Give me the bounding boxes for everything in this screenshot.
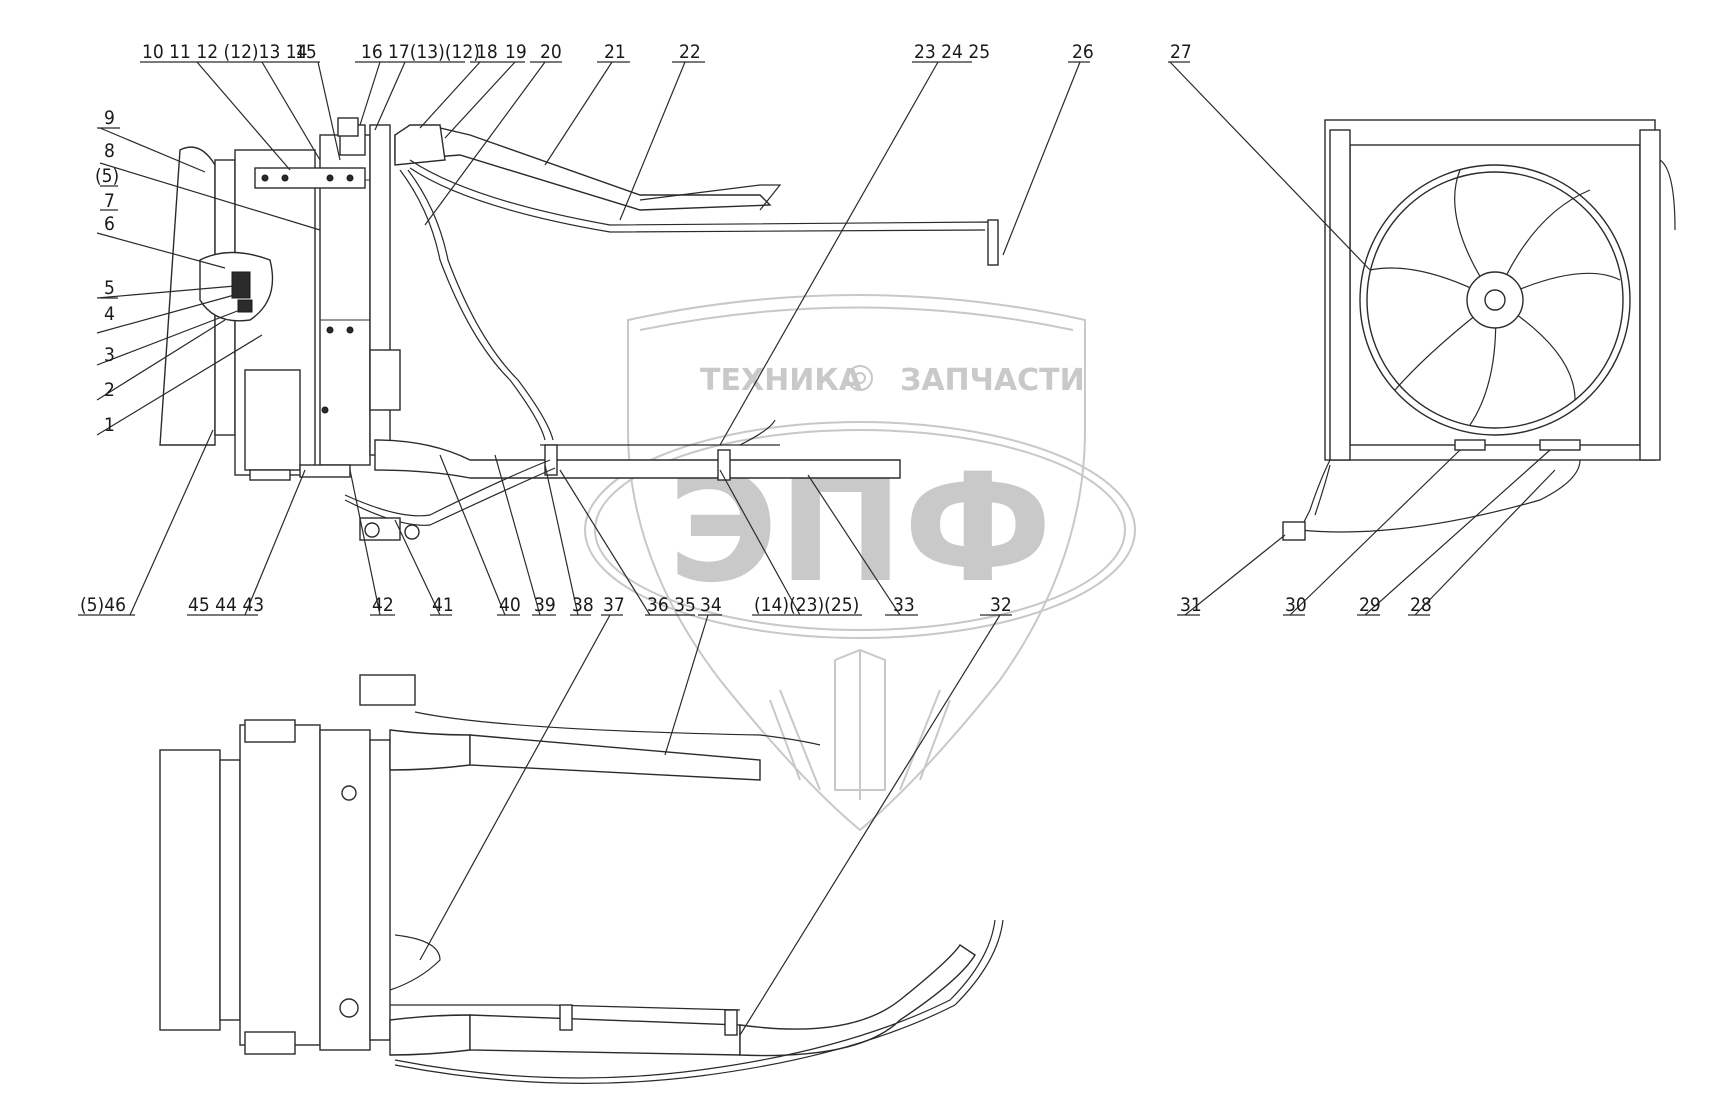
wheat-icon [769,648,951,800]
callout-bottom-4: 40 [499,594,521,616]
callout-bottom-0: (5)46 [80,594,126,616]
callout-bottom-13: 31 [1180,594,1202,616]
callout-left-1: 8 [104,140,115,162]
callout-top-3: 17(13)(12) [388,41,480,63]
callout-bottom-9: 34 [700,594,722,616]
side-view [159,117,999,541]
callout-bottom-8: 36 35 [647,594,696,616]
callout-bottom-7: 37 [603,594,625,616]
watermark-text-left: ТЕХНИКА [700,363,863,398]
callout-top-5: 19 [505,41,527,63]
callout-top-1: 15 [295,41,317,63]
callout-left-8: 2 [104,379,115,401]
callout-bottom-10: (14)(23)(25) [754,594,859,616]
callout-top-6: 20 [540,41,562,63]
callout-left-9: 1 [104,414,115,436]
callout-bottom-15: 29 [1359,594,1381,616]
callout-bottom-11: 33 [893,594,915,616]
callout-labels: 10 11 12 (12)13 14 15 16 17(13)(12) 18 1… [80,41,1432,616]
leader-lines [78,61,1556,1036]
callout-bottom-14: 30 [1285,594,1307,616]
callout-bottom-12: 32 [990,594,1012,616]
callout-bottom-1: 45 44 43 [188,594,264,616]
callout-left-4: 6 [104,213,115,235]
callout-left-0: 9 [104,107,115,129]
callout-left-6: 4 [104,303,115,325]
callout-top-0: 10 11 12 (12)13 14 [142,41,308,63]
callout-top-10: 26 [1072,41,1094,63]
callout-top-7: 21 [604,41,626,63]
callout-top-11: 27 [1170,41,1192,63]
callout-left-2: (5) [95,165,119,187]
callout-left-3: 7 [104,190,115,212]
callout-bottom-6: 38 [572,594,594,616]
callout-top-8: 22 [679,41,701,63]
callout-left-5: 5 [104,277,115,299]
callout-bottom-5: 39 [534,594,556,616]
callout-bottom-3: 41 [432,594,454,616]
callout-left-7: 3 [104,344,115,366]
callout-top-4: 18 [476,41,498,63]
watermark: ТЕХНИКА ЗАПЧАСТИ ЭПФ [584,294,1136,832]
callout-bottom-16: 28 [1410,594,1432,616]
watermark-text-right: ЗАПЧАСТИ [900,363,1085,398]
plan-view [159,674,1004,1084]
front-view [1282,119,1676,541]
callout-top-9: 23 24 25 [914,41,990,63]
callout-bottom-2: 42 [372,594,394,616]
callout-top-2: 16 [361,41,383,63]
